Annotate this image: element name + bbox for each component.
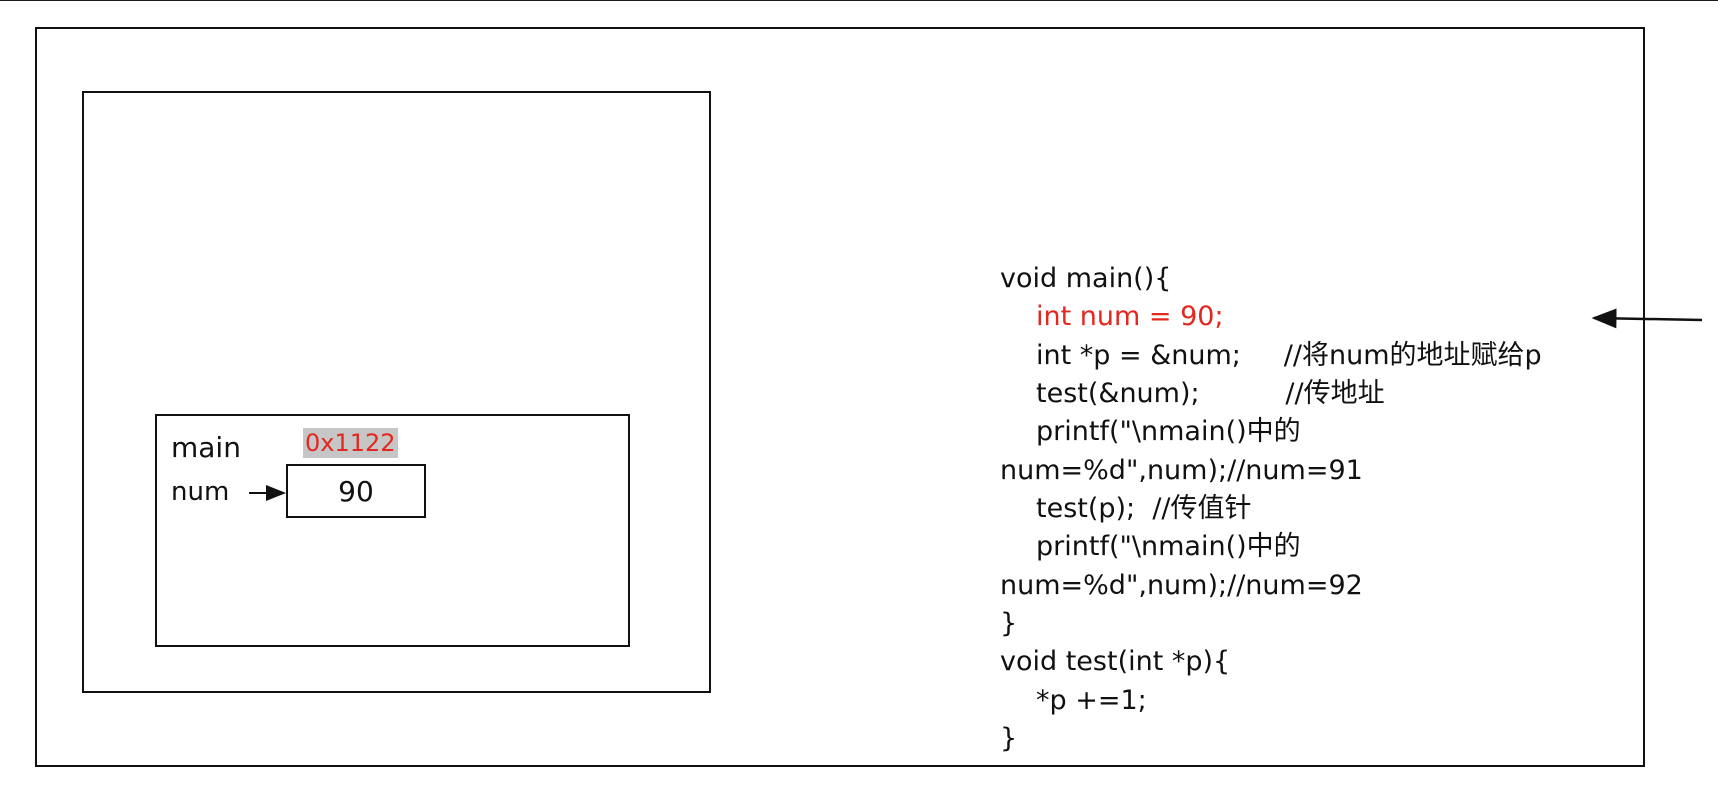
code-line: } <box>1000 608 1018 639</box>
code-line: test(p); //传值针 <box>1036 493 1252 524</box>
stack-frame-label: main <box>171 431 241 464</box>
code-line: int *p = &num; //将num的地址赋给p <box>1036 340 1542 371</box>
main-stack-frame <box>155 414 630 647</box>
code-line: } <box>1000 723 1018 754</box>
variable-name-label: num <box>171 477 230 507</box>
variable-address: 0x1122 <box>303 428 398 458</box>
code-line: *p +=1; <box>1036 685 1147 716</box>
code-line-highlighted: int num = 90; <box>1036 301 1224 332</box>
code-line: printf("\nmain()中的 <box>1036 416 1301 447</box>
variable-value-cell: 90 <box>286 464 426 518</box>
slide-frame <box>35 27 1645 767</box>
code-line: num=%d",num);//num=92 <box>1000 570 1363 601</box>
top-border-line <box>0 0 1718 1</box>
code-line: void main(){ <box>1000 263 1172 294</box>
variable-value: 90 <box>338 474 374 508</box>
code-line: test(&num); //传地址 <box>1036 378 1385 409</box>
code-line: num=%d",num);//num=91 <box>1000 455 1363 486</box>
code-line: printf("\nmain()中的 <box>1036 531 1301 562</box>
memory-area <box>82 91 711 693</box>
code-line: void test(int *p){ <box>1000 646 1231 677</box>
